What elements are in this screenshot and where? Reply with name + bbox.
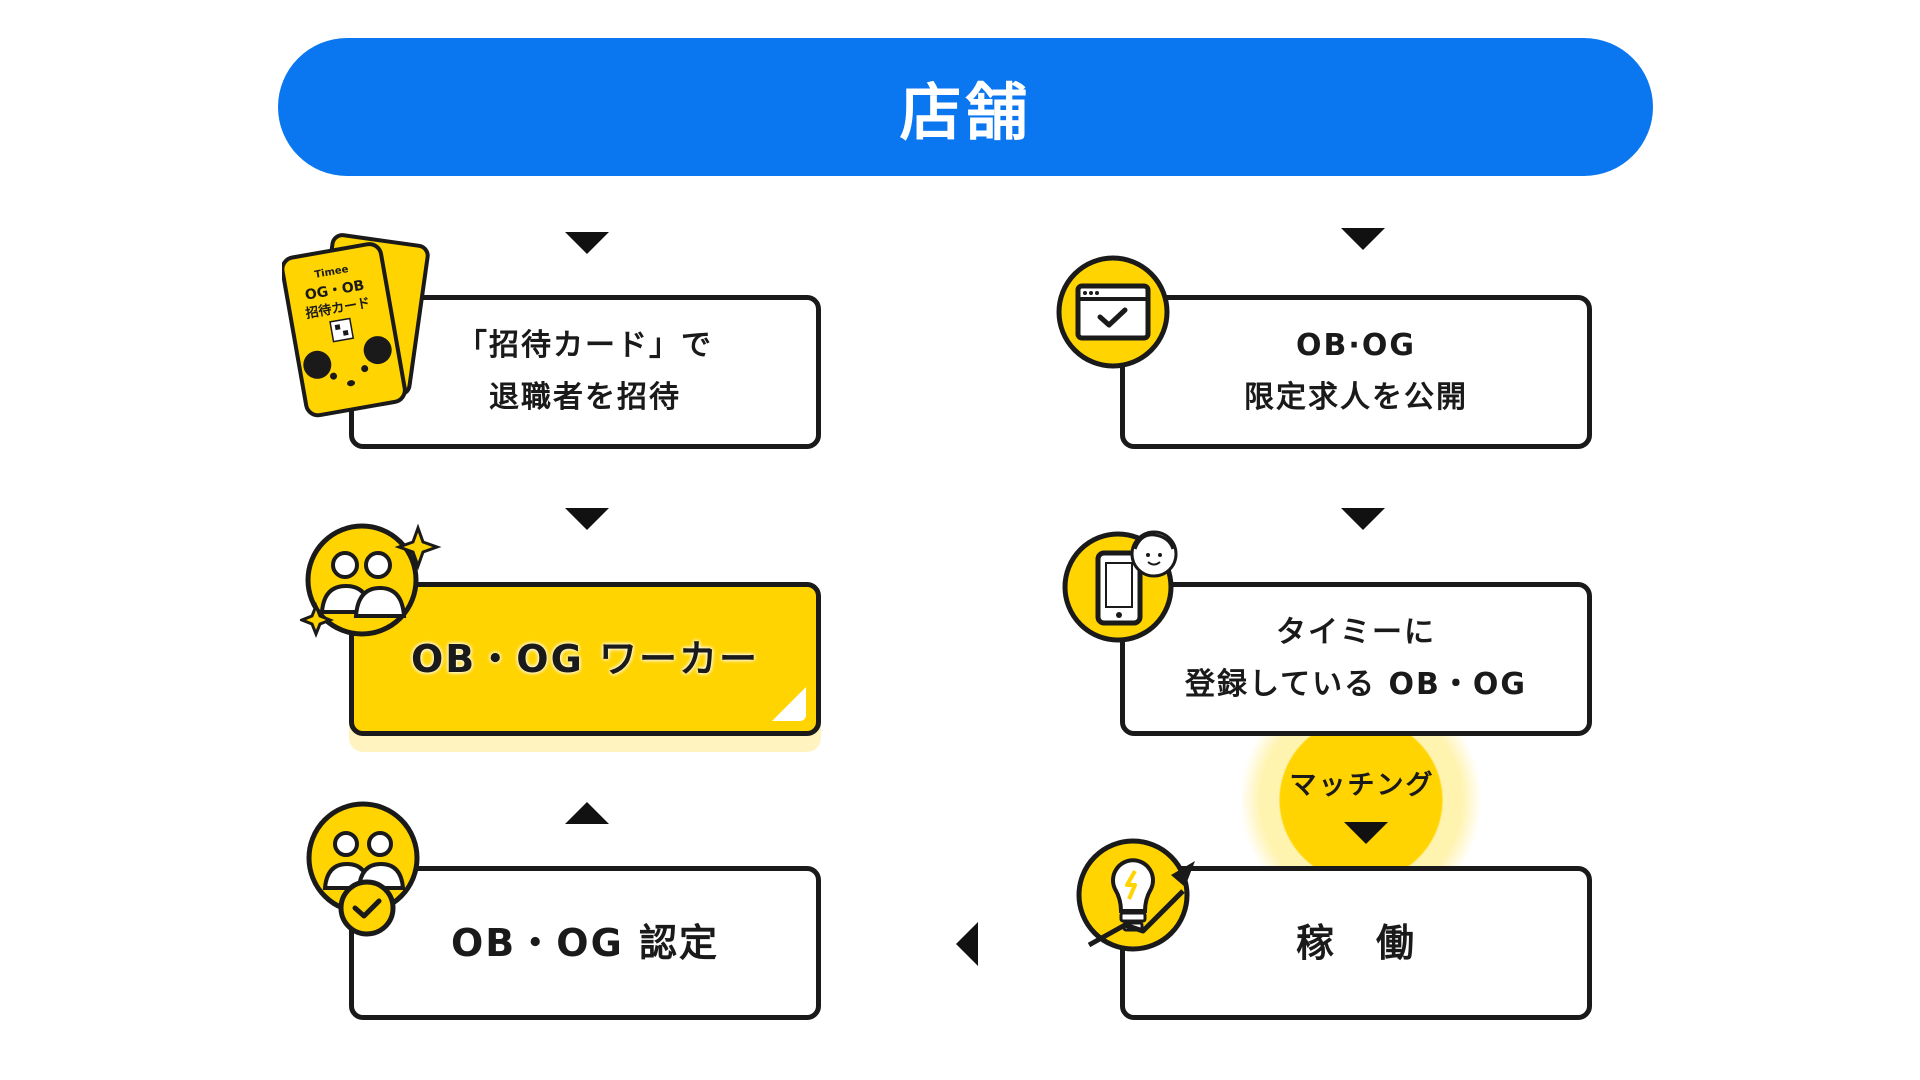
people-check-icon xyxy=(306,801,420,937)
arrow-left-bottom xyxy=(956,922,978,966)
publish-line-2: 限定求人を公開 xyxy=(1244,380,1468,415)
matching-label: マッチング xyxy=(1289,770,1435,801)
certify-box: OB・OG 認定 xyxy=(349,866,821,1020)
work-box: 稼 働 xyxy=(1120,866,1592,1020)
registered-line-1: タイミーに xyxy=(1276,614,1436,650)
worker-box: OB・OG ワーカー xyxy=(349,582,821,736)
arrow-up-left xyxy=(565,802,609,824)
worker-label: OB・OG ワーカー xyxy=(411,636,759,681)
arrow-down-right-2 xyxy=(1341,508,1385,530)
phone-person-icon xyxy=(1062,530,1178,643)
invite-line-1: 「招待カード」で xyxy=(457,327,713,363)
store-header: 店舗 xyxy=(278,38,1653,176)
registered-box: タイミーに 登録している OB・OG xyxy=(1120,582,1592,736)
sparkle-people-icon xyxy=(300,523,442,639)
lightbulb-growth-icon xyxy=(1076,838,1195,952)
page-curl-icon xyxy=(772,687,806,721)
header-title: 店舗 xyxy=(899,76,1032,149)
invite-line-2: 退職者を招待 xyxy=(489,380,681,415)
arrow-down-right-1 xyxy=(1341,228,1385,250)
work-label: 稼 働 xyxy=(1295,920,1416,965)
registered-line-2: 登録している OB・OG xyxy=(1184,667,1528,702)
arrow-down-left-2 xyxy=(565,508,609,530)
certify-label: OB・OG 認定 xyxy=(451,920,719,965)
invite-card-icon: Timee OG・OB 招待カード xyxy=(282,233,430,418)
publish-box: OB·OG 限定求人を公開 xyxy=(1120,295,1592,449)
browser-check-icon xyxy=(1056,255,1170,369)
arrow-down-matching xyxy=(1344,822,1388,844)
arrow-down-left-1 xyxy=(565,232,609,254)
invite-box: 「招待カード」で 退職者を招待 xyxy=(349,295,821,449)
publish-line-1: OB·OG xyxy=(1296,327,1416,363)
